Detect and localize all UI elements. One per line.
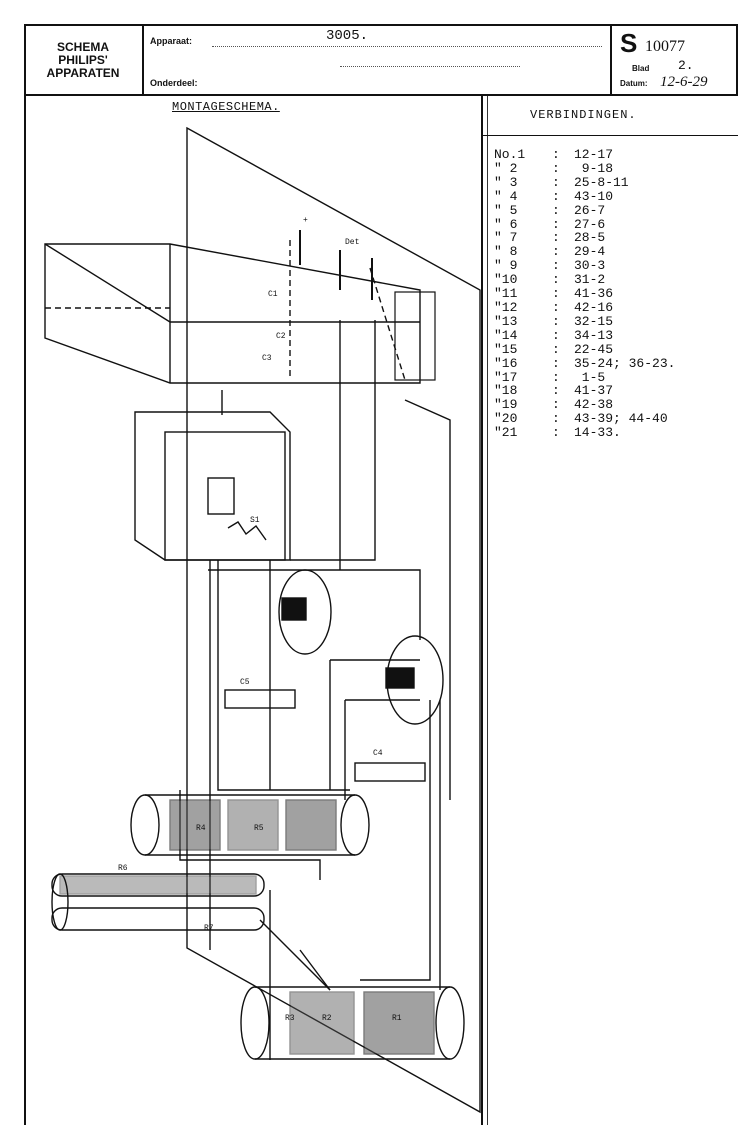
plus-label: + (303, 216, 308, 225)
r4-label: R4 (196, 824, 206, 833)
connection-item: "11:41-36 (494, 286, 614, 302)
connections-rule (483, 135, 738, 136)
connections-title: VERBINDINGEN. (530, 108, 637, 122)
condenser-c5 (224, 689, 296, 709)
r5-label: R5 (254, 824, 264, 833)
datum-value: 12-6-29 (660, 74, 708, 90)
r3-label: R3 (285, 1014, 295, 1023)
ref-number: 10077 (645, 38, 685, 55)
c4-label: C4 (373, 749, 383, 758)
apparaat-dotted-line (212, 46, 602, 47)
s1-label: S1 (250, 516, 260, 525)
switch-s1 (227, 521, 267, 541)
column-divider (481, 96, 483, 1125)
wire (208, 569, 421, 640)
brand-line-2: PHILIPS' (58, 52, 108, 67)
connection-item: "18:41-37 (494, 383, 614, 399)
connection-item: " 6:27-6 (494, 216, 606, 232)
column-divider-inner (487, 96, 488, 1125)
wire (299, 949, 331, 991)
wire (217, 560, 350, 791)
datum-label: Datum: (620, 79, 648, 88)
resistor-block-lower (240, 986, 465, 1060)
ref-letter: S (620, 28, 638, 58)
connections-list: No.1:12-17 " 2: 9-18 " 3:25-8-11 " 4:43-… (494, 148, 675, 440)
blad-label: Blad (632, 64, 650, 73)
connection-item: " 9:30-3 (494, 258, 606, 274)
left-border (24, 96, 26, 1125)
apparaat-value: 3005. (326, 28, 369, 44)
connection-item: "15:22-45 (494, 341, 614, 357)
connection-item: "13:32-15 (494, 313, 614, 329)
connection-item: " 8:29-4 (494, 244, 606, 260)
header-frame (24, 24, 738, 96)
brand-line-3: APPARATEN (46, 65, 120, 80)
valve-socket (385, 667, 415, 689)
connection-item: " 7:28-5 (494, 230, 606, 246)
det-label: Det (345, 238, 359, 247)
apparaat-label: Apparaat: (150, 36, 193, 46)
connection-item: "20:43-39; 44-40 (494, 411, 668, 427)
diagram-title: MONTAGESCHEMA. (172, 100, 280, 114)
connection-item: " 5:26-7 (494, 202, 606, 218)
connection-item: "16:35-24; 36-23. (494, 355, 676, 371)
baseboard-outline (186, 126, 481, 1114)
onderdeel-dotted-line (340, 66, 520, 67)
c3-label: C3 (262, 354, 272, 363)
connection-item: "19:42-38 (494, 397, 614, 413)
terminal-strip (394, 291, 436, 381)
wire (360, 700, 431, 981)
onderdeel-label: Onderdeel: (150, 78, 198, 88)
brand-line-1: SCHEMA (56, 39, 109, 54)
connection-item: "10:31-2 (494, 272, 606, 288)
connection-item: "21:14-33. (494, 425, 621, 441)
valve-socket (281, 597, 307, 621)
reference-box (610, 24, 738, 96)
c1-label: C1 (268, 290, 278, 299)
r2-label: R2 (322, 1014, 332, 1023)
wire (259, 919, 331, 991)
connection-item: " 2: 9-18 (494, 160, 614, 176)
wire (404, 399, 451, 800)
resistor-block-upper (130, 794, 370, 856)
connection-item: "17: 1-5 (494, 369, 606, 385)
coil-housing (134, 411, 291, 561)
wire (290, 320, 376, 561)
c5-label: C5 (240, 678, 250, 687)
resistor-rod (51, 873, 265, 931)
r7-label: R7 (204, 924, 214, 933)
c2-label: C2 (276, 332, 286, 341)
connection-item: "14:34-13 (494, 327, 614, 343)
r6-label: R6 (118, 864, 128, 873)
connection-item: "12:42-16 (494, 299, 614, 315)
condenser-c4 (354, 762, 426, 782)
connection-item: " 4:43-10 (494, 188, 614, 204)
tuning-condenser-box (44, 240, 421, 384)
connection-item: " 3:25-8-11 (494, 174, 629, 190)
r1-label: R1 (392, 1014, 402, 1023)
blad-value: 2. (678, 58, 694, 73)
brand-block: SCHEMA PHILIPS' APPARATEN (24, 24, 144, 96)
connection-item: No.1:12-17 (494, 147, 614, 162)
valve-holder (278, 569, 332, 655)
